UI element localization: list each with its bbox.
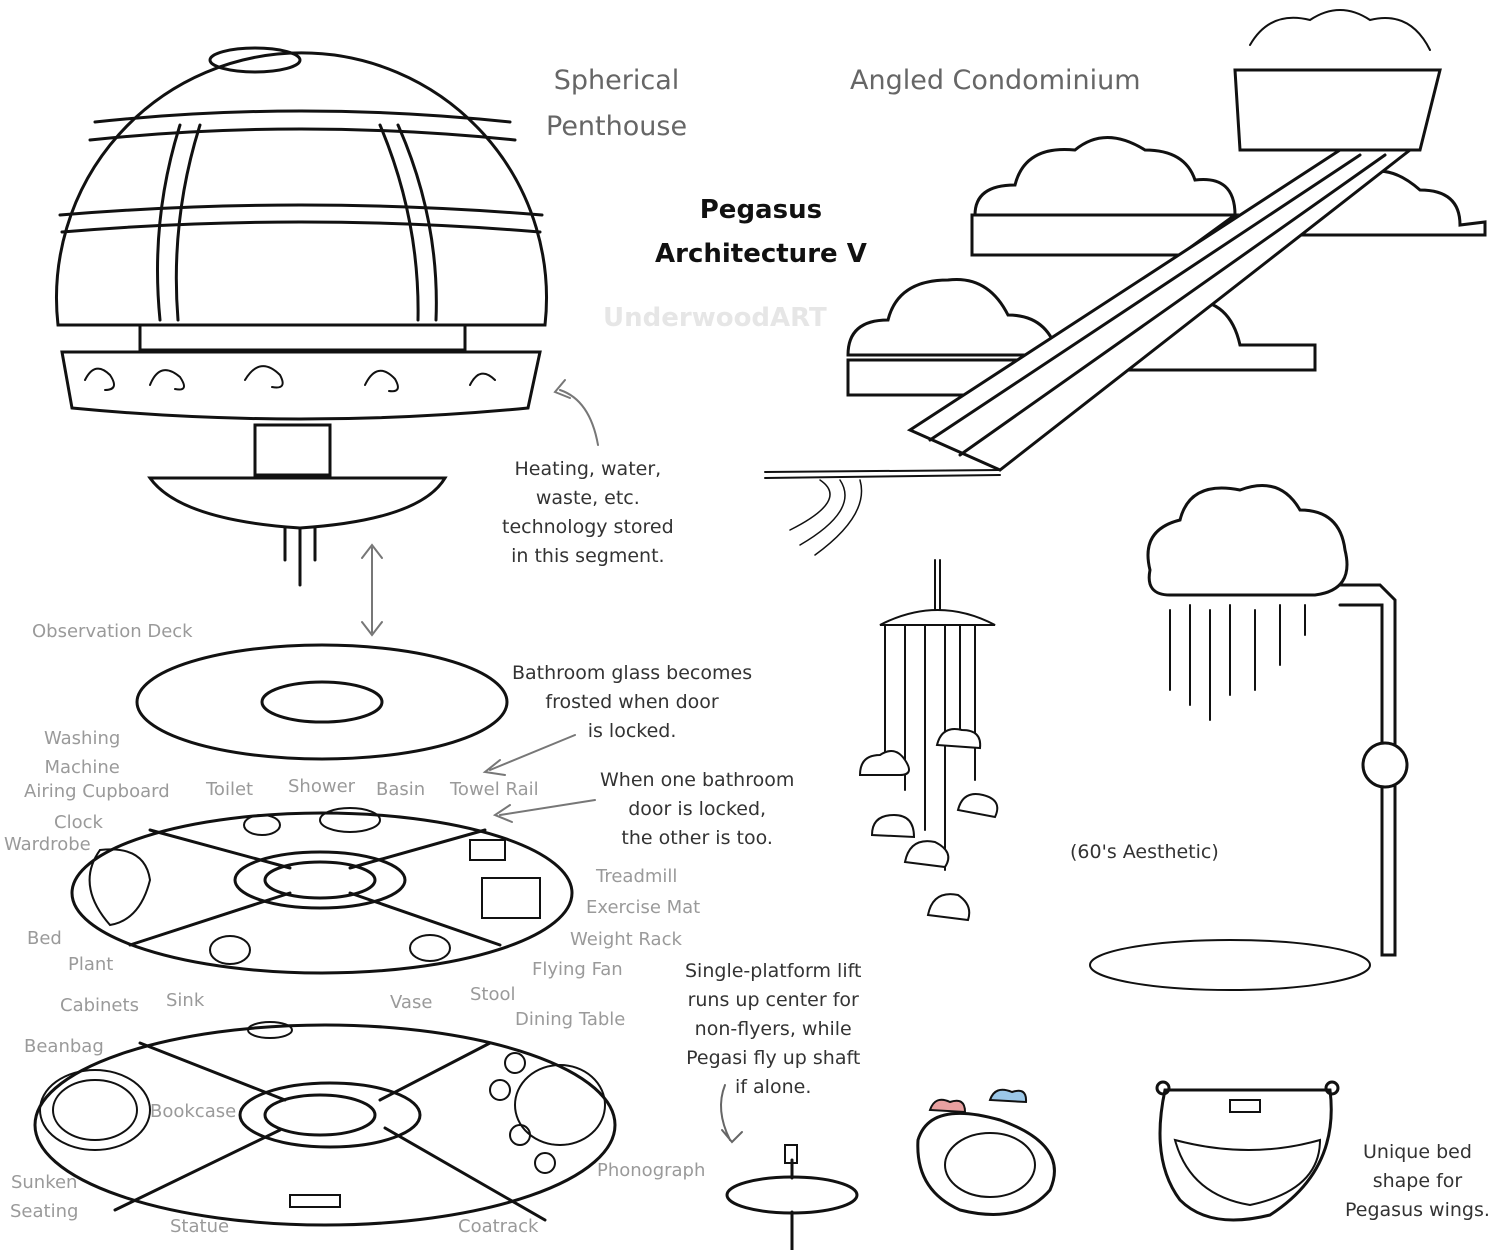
rain-cloud-shower	[1089, 484, 1409, 991]
label-stool: Stool	[470, 984, 516, 1005]
note-bathroom-door: When one bathroom door is locked, the ot…	[600, 766, 794, 853]
note-line: Heating, water,	[514, 458, 662, 480]
note-lift: Single-platform lift runs up center for …	[685, 957, 861, 1102]
note-line: Pegasus wings.	[1345, 1199, 1490, 1221]
pegasus-bed	[1155, 1080, 1340, 1222]
note-line: Unique bed	[1363, 1141, 1472, 1163]
note-line: Single-platform lift	[685, 960, 862, 982]
label-towel-rail: Towel Rail	[450, 779, 539, 800]
note-line: the other is too.	[621, 827, 773, 849]
angled-condominium-title: Angled Condominium	[850, 65, 1141, 96]
label-line: Sunken	[10, 1172, 78, 1193]
lower-floor-plan	[33, 1021, 617, 1227]
note-bathroom-glass: Bathroom glass becomes frosted when door…	[512, 659, 752, 746]
label-phonograph: Phonograph	[597, 1160, 706, 1181]
label-flying-fan: Flying Fan	[532, 959, 623, 980]
note-aesthetic: (60's Aesthetic)	[1070, 841, 1219, 863]
title-line: Architecture V	[655, 239, 867, 269]
page-title: Pegasus Architecture V	[655, 188, 867, 276]
label-line: Seating	[10, 1201, 79, 1222]
label-bed: Bed	[27, 928, 62, 949]
label-exercise-mat: Exercise Mat	[586, 897, 701, 918]
note-line: frosted when door	[545, 691, 719, 713]
note-line: technology stored	[502, 516, 674, 538]
note-line: When one bathroom	[600, 769, 795, 791]
note-line: if alone.	[735, 1076, 812, 1098]
note-line: Pegasi fly up shaft	[686, 1047, 861, 1069]
label-airing-cupboard: Airing Cupboard	[24, 781, 170, 802]
label-cabinets: Cabinets	[60, 995, 139, 1016]
label-shower: Shower	[288, 776, 356, 797]
title-line: Pegasus	[699, 195, 823, 225]
label-washing-machine: Washing Machine	[44, 724, 120, 782]
note-line: shape for	[1372, 1170, 1463, 1192]
title-line: Penthouse	[546, 111, 688, 142]
label-sink: Sink	[166, 990, 205, 1011]
label-sunken-seating: Sunken Seating	[10, 1168, 78, 1226]
label-observation-deck: Observation Deck	[32, 621, 193, 642]
label-line: Machine	[44, 757, 120, 778]
observation-deck-floor	[135, 643, 509, 761]
annotation-arrows	[482, 379, 599, 823]
label-weight-rack: Weight Rack	[570, 929, 682, 950]
note-line: non-flyers, while	[694, 1018, 852, 1040]
angled-condominium	[764, 9, 1487, 556]
label-toilet: Toilet	[206, 779, 254, 800]
note-line: door is locked,	[628, 798, 767, 820]
middle-floor-plan	[70, 807, 574, 975]
note-line: runs up center for	[687, 989, 859, 1011]
label-wardrobe: Wardrobe	[4, 834, 91, 855]
label-coatrack: Coatrack	[458, 1216, 539, 1237]
spherical-penthouse	[55, 46, 548, 587]
cloud-wind-chime	[858, 559, 999, 922]
label-beanbag: Beanbag	[24, 1036, 104, 1057]
label-line: Washing	[44, 728, 121, 749]
note-line: Bathroom glass becomes	[512, 662, 753, 684]
label-treadmill: Treadmill	[596, 866, 678, 887]
title-line: Spherical	[553, 65, 680, 96]
label-basin: Basin	[376, 779, 426, 800]
note-heating: Heating, water, waste, etc. technology s…	[502, 455, 674, 571]
spherical-penthouse-title: Spherical Penthouse	[546, 58, 687, 150]
note-line: waste, etc.	[535, 487, 640, 509]
label-bookcase: Bookcase	[150, 1101, 237, 1122]
label-statue: Statue	[170, 1216, 230, 1237]
label-vase: Vase	[390, 992, 433, 1013]
label-plant: Plant	[68, 954, 114, 975]
note-bed: Unique bed shape for Pegasus wings.	[1345, 1138, 1490, 1225]
note-line: is locked.	[587, 720, 677, 742]
label-dining-table: Dining Table	[515, 1009, 626, 1030]
cloud-sink	[916, 1088, 1056, 1216]
lift-platform	[720, 1084, 859, 1250]
note-line: in this segment.	[511, 545, 665, 567]
watermark: UnderwoodART	[603, 303, 827, 333]
label-clock: Clock	[54, 812, 103, 833]
